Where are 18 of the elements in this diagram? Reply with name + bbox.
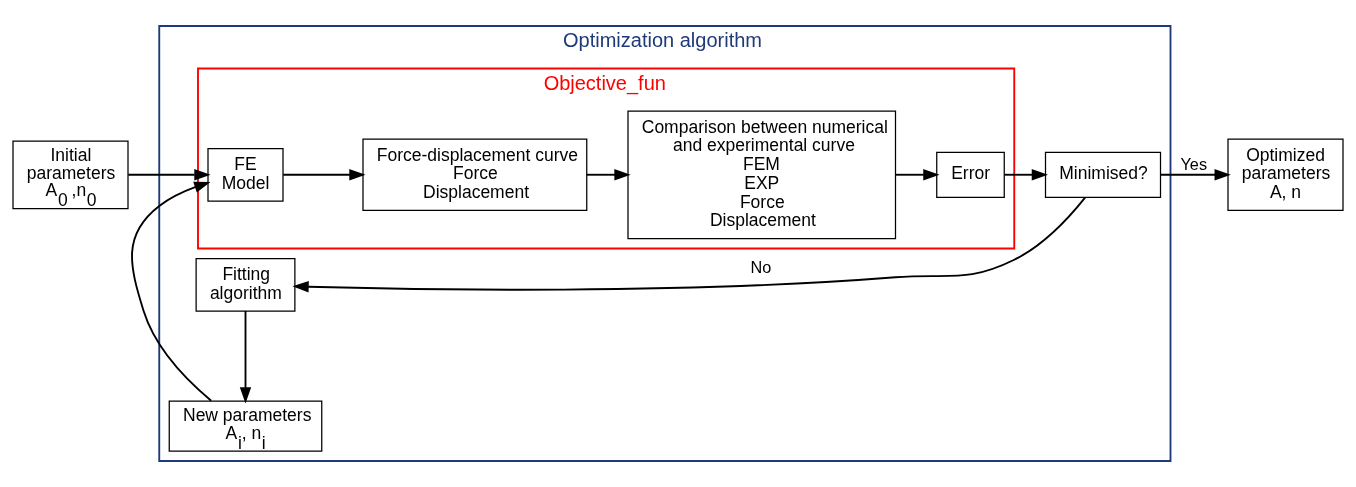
- arrow: [127, 169, 211, 181]
- arrow: [1159, 169, 1231, 181]
- arrow: [1003, 169, 1048, 181]
- node-box: Force-displacement curve Force Displacement: [362, 138, 588, 211]
- arrow: [585, 169, 631, 181]
- arrow: [131, 181, 213, 402]
- node-box: Optimized parameters A, n: [1227, 138, 1344, 211]
- node-box: Error: [936, 151, 1005, 198]
- arrow: [282, 169, 366, 181]
- node-box: Comparison between numerical and experimental curve FEM EXP Force Displacement: [627, 110, 897, 240]
- node-box: Minimised?: [1044, 151, 1162, 198]
- node-box: Fitting algorithm: [195, 257, 296, 312]
- edge-label: Yes: [1180, 155, 1208, 174]
- arrow: [292, 196, 1086, 293]
- arrow: [239, 310, 252, 404]
- node-box: FE Model: [207, 147, 284, 202]
- arrow: [895, 169, 940, 181]
- edge-label: No: [750, 257, 772, 276]
